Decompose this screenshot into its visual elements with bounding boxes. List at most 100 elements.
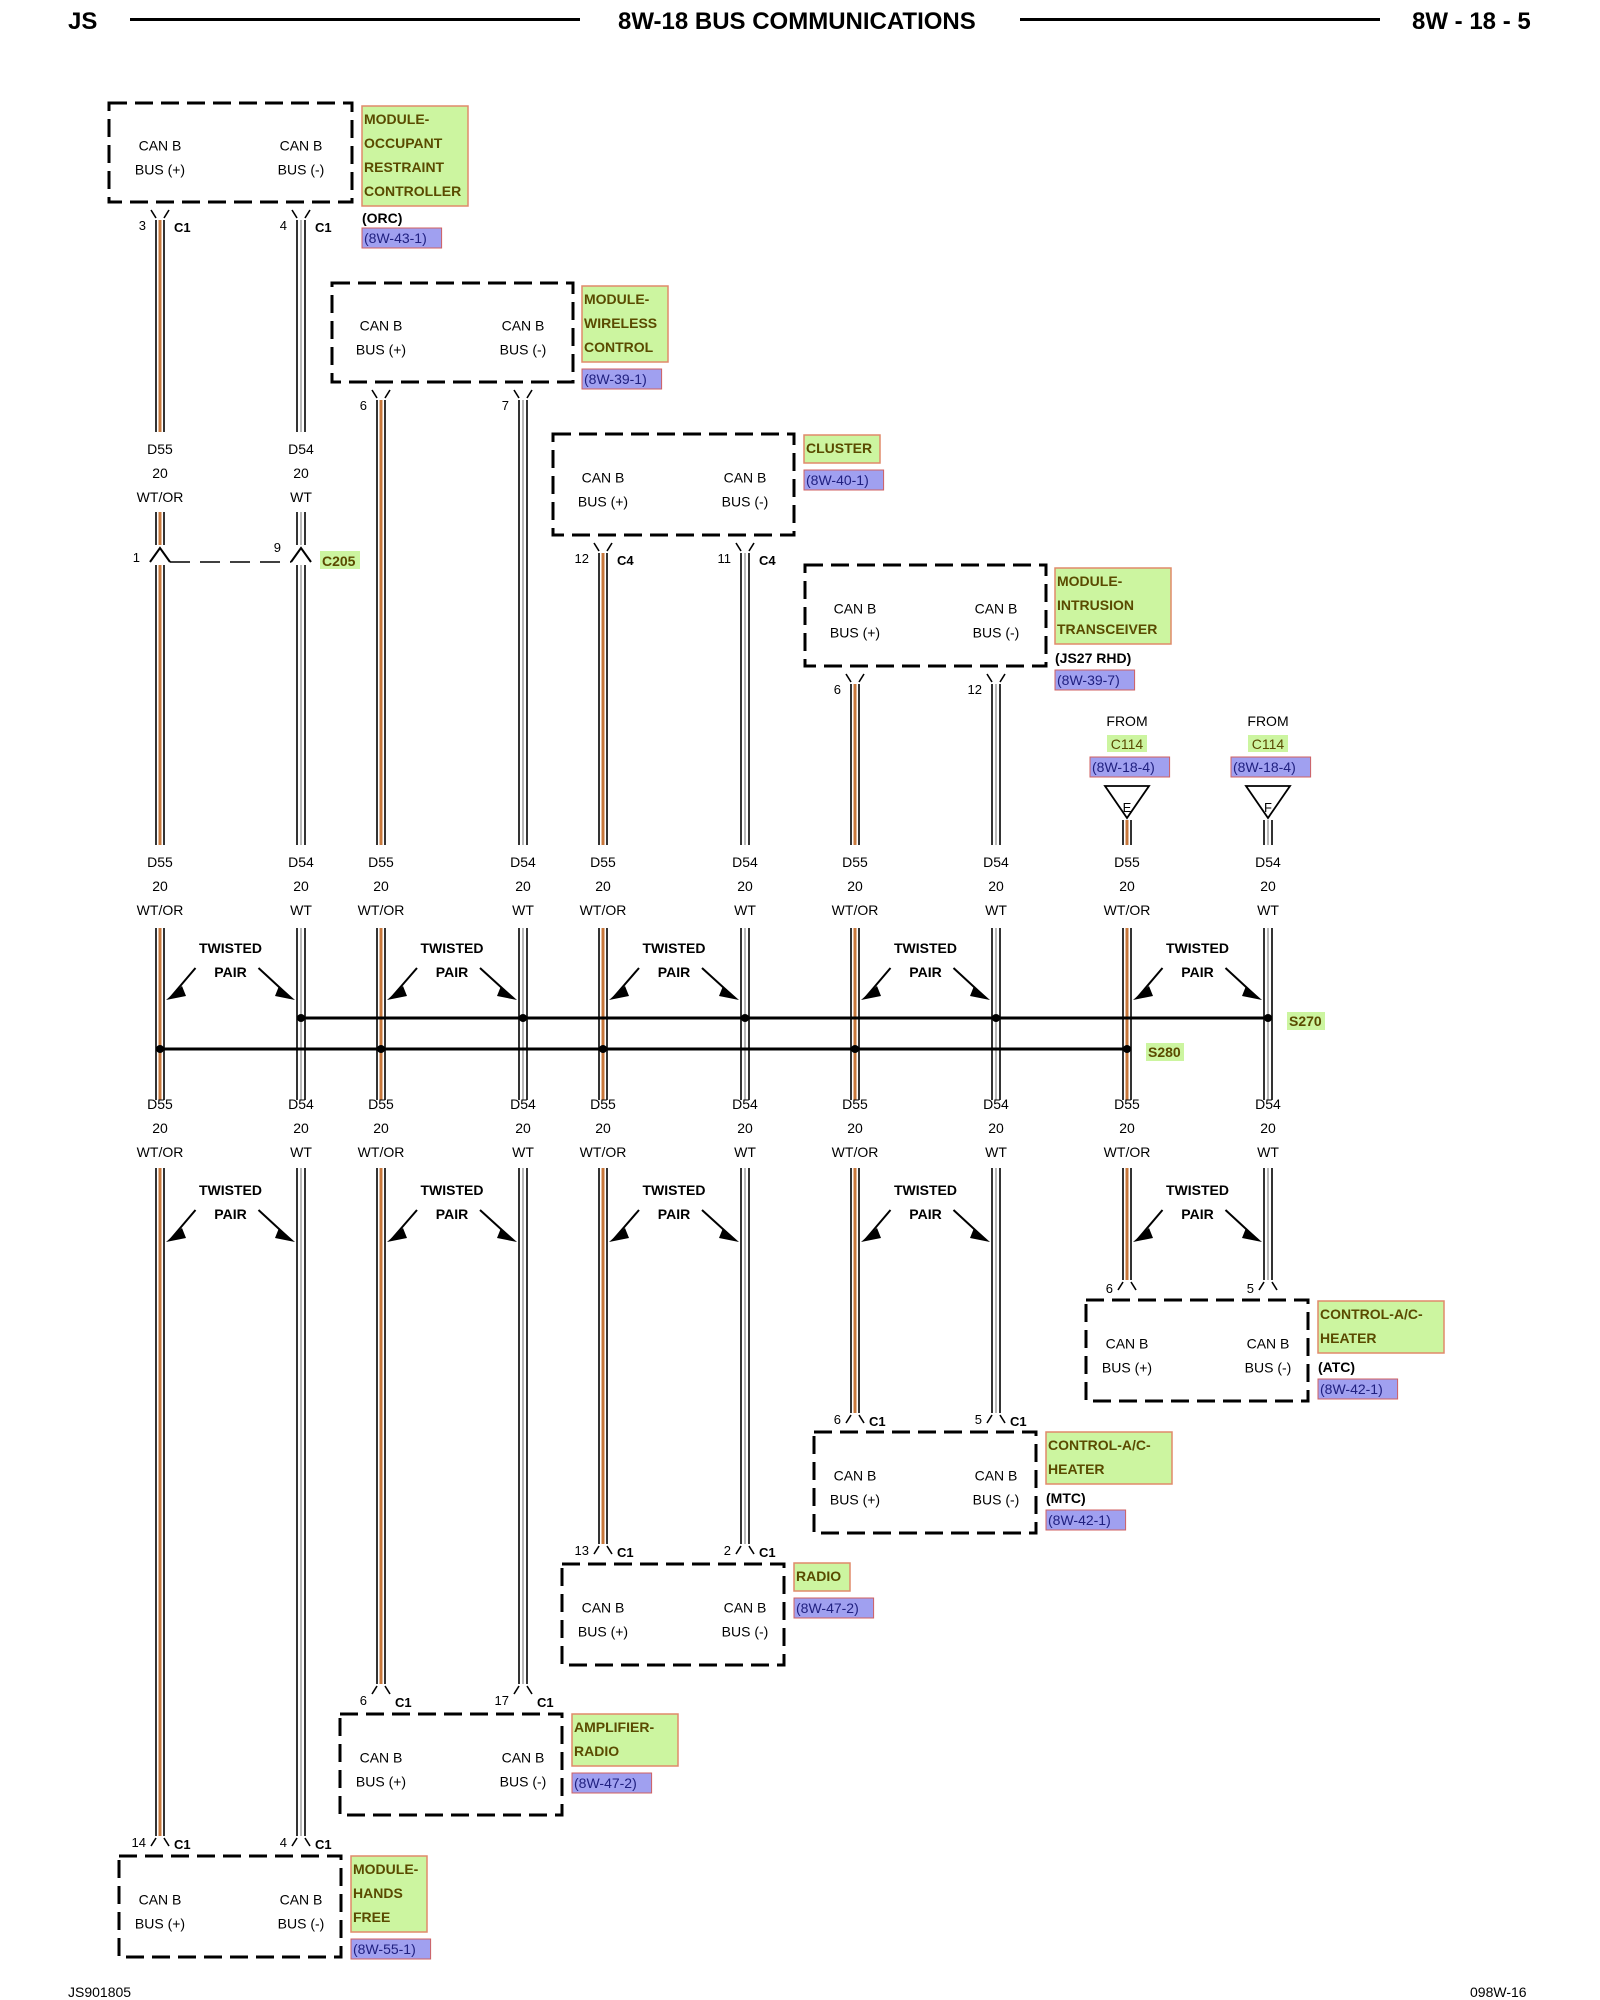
wire-color-label: WT bbox=[985, 902, 1007, 918]
wire-color-label: WT bbox=[734, 902, 756, 918]
arrow-head bbox=[861, 1228, 881, 1242]
can-b-label: CAN B bbox=[1247, 1336, 1290, 1352]
wire-gauge-label: 20 bbox=[1260, 878, 1276, 894]
module-sub-label: (ORC) bbox=[362, 210, 402, 226]
wire-circuit-label: D54 bbox=[732, 854, 758, 870]
module-name-line: CONTROLLER bbox=[364, 183, 461, 199]
splice-highlight bbox=[1146, 1043, 1184, 1061]
module-box bbox=[812, 1430, 1038, 1535]
module-name-highlight bbox=[1317, 1300, 1445, 1354]
wire-color-label: WT/OR bbox=[580, 902, 627, 918]
ref-highlight bbox=[1089, 756, 1171, 778]
wire-color-label: WT/OR bbox=[358, 902, 405, 918]
can-b-label: CAN B bbox=[360, 318, 403, 334]
connector-id: C1 bbox=[869, 1414, 886, 1429]
connector-id: C4 bbox=[617, 553, 634, 568]
pair-label: PAIR bbox=[1181, 964, 1213, 980]
twisted-label: TWISTED bbox=[894, 1182, 957, 1198]
can-b-label: CAN B bbox=[834, 601, 877, 617]
wire-gauge-label: 20 bbox=[1260, 1120, 1276, 1136]
page-reference: (8W-39-7) bbox=[1057, 672, 1120, 688]
wire-gauge-label: 20 bbox=[988, 878, 1004, 894]
wire-circuit-label: D55 bbox=[147, 1096, 173, 1112]
bus-neg-label: BUS (-) bbox=[973, 625, 1020, 641]
wire-circuit-label: D54 bbox=[510, 1096, 536, 1112]
module-name-line: HEATER bbox=[1320, 1330, 1377, 1346]
pin-terminal bbox=[735, 1545, 755, 1555]
wire-circuit-label: D54 bbox=[732, 1096, 758, 1112]
pin-terminal bbox=[735, 542, 755, 552]
pin-number: 5 bbox=[975, 1412, 982, 1427]
wire-color-label: WT bbox=[512, 1144, 534, 1160]
arrow-head bbox=[719, 1228, 739, 1242]
splice-node bbox=[851, 1045, 859, 1053]
module-sub-label: (MTC) bbox=[1046, 1490, 1086, 1506]
pin-number: 6 bbox=[834, 682, 841, 697]
can-b-label: CAN B bbox=[280, 138, 323, 154]
header-left-code: JS bbox=[68, 8, 98, 35]
header-rule-left bbox=[130, 18, 580, 21]
wire-gauge-label: 20 bbox=[515, 1120, 531, 1136]
twisted-label: TWISTED bbox=[1166, 1182, 1229, 1198]
arrow-head bbox=[275, 986, 295, 1000]
wire-circuit-label: D55 bbox=[368, 1096, 394, 1112]
wire-color-label: WT/OR bbox=[137, 489, 184, 505]
inline-connector bbox=[290, 546, 312, 563]
arrow-head bbox=[1242, 1228, 1262, 1242]
wire-circuit-label: D55 bbox=[368, 854, 394, 870]
wire-color-label: WT/OR bbox=[137, 902, 184, 918]
wire-gauge-label: 20 bbox=[847, 1120, 863, 1136]
wire-gauge-label: 20 bbox=[847, 878, 863, 894]
wire-gauge-label: 20 bbox=[988, 1120, 1004, 1136]
pin-number: 6 bbox=[360, 1693, 367, 1708]
wire-circuit-label: D54 bbox=[983, 854, 1009, 870]
module-box bbox=[338, 1712, 564, 1817]
wire-color-label: WT bbox=[985, 1144, 1007, 1160]
module-name-line: INTRUSION bbox=[1057, 597, 1134, 613]
pair-label: PAIR bbox=[658, 1206, 690, 1222]
can-b-label: CAN B bbox=[975, 601, 1018, 617]
pin-terminal bbox=[291, 1837, 311, 1847]
connector-pin-letter: E bbox=[1123, 800, 1132, 815]
arrow-head bbox=[387, 1228, 407, 1242]
connector-triangle bbox=[1103, 785, 1151, 820]
can-b-label: CAN B bbox=[582, 1600, 625, 1616]
arrow-head bbox=[970, 986, 990, 1000]
pin-terminal bbox=[150, 1837, 170, 1847]
module-name-line: WIRELESS bbox=[584, 315, 657, 331]
module-box bbox=[330, 281, 575, 384]
bus-neg-label: BUS (-) bbox=[1245, 1360, 1292, 1376]
ref-highlight bbox=[803, 469, 885, 491]
module-name-line: MODULE- bbox=[353, 1861, 419, 1877]
wire-color-label: WT/OR bbox=[580, 1144, 627, 1160]
bus-pos-label: BUS (+) bbox=[830, 1492, 880, 1508]
from-label: FROM bbox=[1106, 713, 1147, 729]
wire-gauge-label: 20 bbox=[737, 1120, 753, 1136]
pin-number: 4 bbox=[280, 218, 287, 233]
wire-color-label: WT bbox=[290, 489, 312, 505]
pin-number: 5 bbox=[1247, 1281, 1254, 1296]
pair-label: PAIR bbox=[909, 964, 941, 980]
connector-id: C1 bbox=[174, 1837, 191, 1852]
pin-terminal bbox=[513, 389, 533, 399]
ref-highlight bbox=[1317, 1378, 1399, 1400]
module-sub-label: (JS27 RHD) bbox=[1055, 650, 1131, 666]
page-reference: (8W-18-4) bbox=[1092, 759, 1155, 775]
module-name-line: RADIO bbox=[574, 1743, 619, 1759]
bus-neg-label: BUS (-) bbox=[722, 494, 769, 510]
wire-circuit-label: D54 bbox=[1255, 854, 1281, 870]
pin-terminal bbox=[1258, 1281, 1278, 1291]
wire-circuit-label: D54 bbox=[1255, 1096, 1281, 1112]
connector-triangle bbox=[1244, 785, 1292, 820]
wire-color-label: WT bbox=[290, 1144, 312, 1160]
arrow-head bbox=[497, 1228, 517, 1242]
module-name-line: CONTROL bbox=[584, 339, 654, 355]
splice-node bbox=[1264, 1014, 1272, 1022]
can-b-label: CAN B bbox=[139, 1892, 182, 1908]
twisted-label: TWISTED bbox=[643, 1182, 706, 1198]
pin-number: 3 bbox=[139, 218, 146, 233]
connector-pin-letter: F bbox=[1264, 800, 1272, 815]
pin-terminal bbox=[986, 1414, 1006, 1424]
wire-circuit-label: D54 bbox=[983, 1096, 1009, 1112]
